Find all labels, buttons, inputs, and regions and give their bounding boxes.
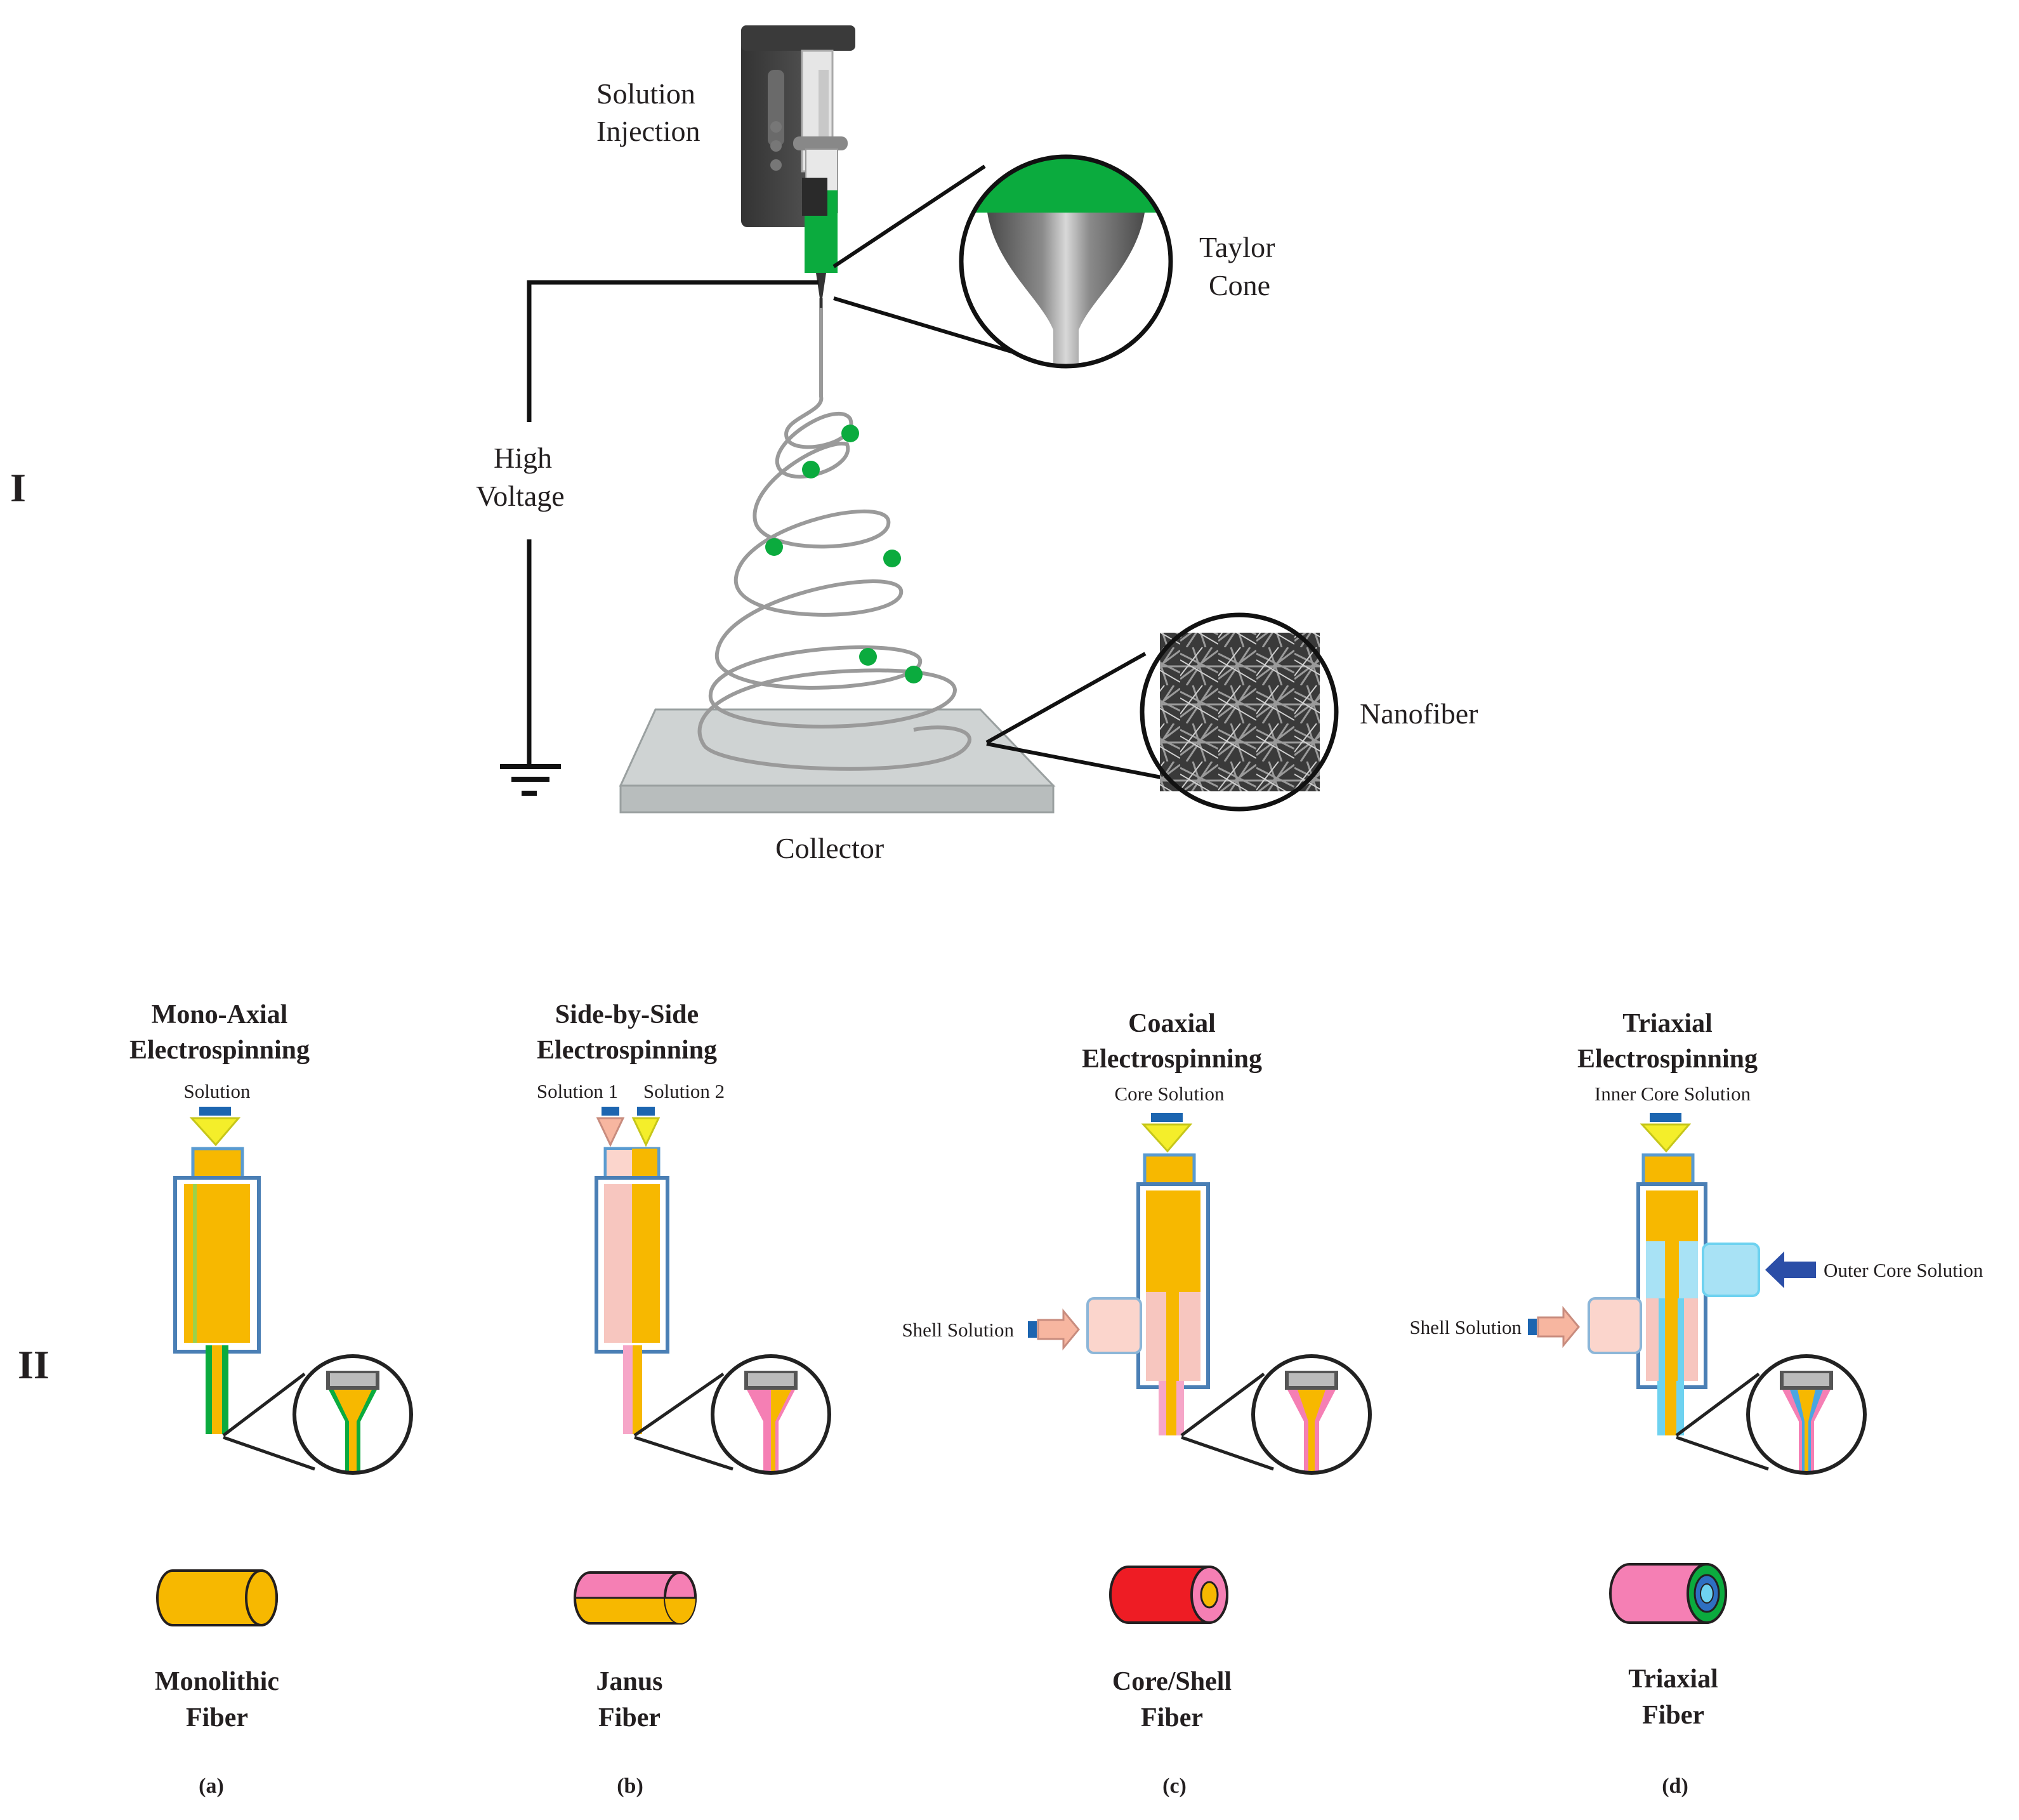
tri-inner-core-label: Inner Core Solution bbox=[1595, 1083, 1751, 1105]
nanofiber-inset bbox=[1140, 612, 1339, 812]
side-zoom-line-bottom bbox=[634, 1435, 733, 1471]
side-fiber-line-1: Janus bbox=[596, 1667, 662, 1696]
janus-fiber-shape bbox=[574, 1571, 697, 1625]
high-voltage-line-2: Voltage bbox=[476, 480, 565, 512]
side-title-line-1: Side-by-Side bbox=[555, 1000, 699, 1029]
coax-nozzle-body bbox=[1086, 1153, 1210, 1435]
coax-title-line-1: Coaxial bbox=[1128, 1009, 1216, 1038]
coax-shell-label: Shell Solution bbox=[902, 1319, 1014, 1341]
tri-outer-core-arrow bbox=[1765, 1251, 1816, 1288]
taylor-cone-inset bbox=[959, 154, 1173, 369]
mono-title-line-2: Electrospinning bbox=[129, 1036, 310, 1065]
coax-shell-arrow bbox=[1028, 1308, 1080, 1351]
mono-fiber-line-2: Fiber bbox=[186, 1703, 248, 1732]
coax-feed-arrow bbox=[1141, 1113, 1193, 1153]
side-nozzle-inset bbox=[711, 1354, 831, 1475]
side-fiber-line-2: Fiber bbox=[598, 1703, 661, 1732]
coax-core-label: Core Solution bbox=[1114, 1083, 1225, 1105]
mono-fiber-line-1: Monolithic bbox=[155, 1667, 279, 1696]
caption-c: (c) bbox=[1162, 1774, 1187, 1798]
high-voltage-wire-top bbox=[527, 280, 819, 422]
side-title-line-2: Electrospinning bbox=[537, 1036, 717, 1065]
mono-title-line-1: Mono-Axial bbox=[152, 1000, 288, 1029]
mono-zoom-line-top bbox=[222, 1373, 306, 1437]
caption-d: (d) bbox=[1662, 1774, 1688, 1798]
coax-zoom-line-top bbox=[1180, 1372, 1265, 1437]
tri-outer-core-label: Outer Core Solution bbox=[1824, 1259, 1983, 1281]
whipping-jet bbox=[697, 308, 971, 771]
side-solution-2-label: Solution 2 bbox=[643, 1080, 725, 1102]
mono-zoom-line-bottom bbox=[223, 1435, 315, 1471]
triaxial-setup: Triaxial Electrospinning Inner Core Solu… bbox=[1409, 1009, 1983, 1798]
part-one: I Solution Injection bbox=[10, 25, 1478, 864]
coax-fiber-line-1: Core/Shell bbox=[1112, 1667, 1232, 1696]
coax-title-line-2: Electrospinning bbox=[1082, 1045, 1262, 1074]
mono-nozzle-inset bbox=[293, 1354, 413, 1475]
core-shell-fiber-shape bbox=[1109, 1566, 1228, 1624]
tri-title-line-1: Triaxial bbox=[1622, 1009, 1713, 1038]
part-two: II Mono-Axial Electrospinning Solution bbox=[18, 1000, 1983, 1798]
coax-zoom-line-bottom bbox=[1181, 1435, 1274, 1471]
taylor-zoom-line-top bbox=[832, 164, 986, 268]
tri-shell-arrow bbox=[1528, 1305, 1580, 1349]
tri-shell-label: Shell Solution bbox=[1409, 1316, 1522, 1338]
tri-fiber-line-2: Fiber bbox=[1642, 1701, 1704, 1730]
tri-zoom-line-bottom bbox=[1676, 1435, 1769, 1471]
roman-one-label: I bbox=[10, 465, 26, 510]
nanofiber-zoom-line-bottom bbox=[986, 742, 1162, 779]
taylor-cone-line-2: Cone bbox=[1209, 269, 1270, 301]
triaxial-fiber-shape bbox=[1609, 1563, 1727, 1624]
tri-nozzle-inset bbox=[1746, 1354, 1867, 1475]
nanofiber-label: Nanofiber bbox=[1360, 697, 1478, 730]
side-feed-arrows bbox=[596, 1107, 661, 1147]
caption-a: (a) bbox=[199, 1774, 224, 1798]
ground-symbol bbox=[500, 764, 561, 796]
side-solution-1-label: Solution 1 bbox=[537, 1080, 618, 1102]
taylor-zoom-line-bottom bbox=[833, 296, 1025, 357]
caption-b: (b) bbox=[617, 1774, 643, 1798]
coax-nozzle-inset bbox=[1251, 1354, 1372, 1475]
monolithic-fiber-shape bbox=[156, 1569, 278, 1626]
mono-feed-arrow bbox=[189, 1107, 241, 1147]
nanofiber-zoom-line-top bbox=[985, 652, 1147, 744]
tri-feed-arrow bbox=[1640, 1113, 1692, 1153]
coax-fiber-line-2: Fiber bbox=[1141, 1703, 1203, 1732]
droplet-markers bbox=[765, 425, 923, 683]
tri-title-line-2: Electrospinning bbox=[1577, 1045, 1758, 1074]
tri-nozzle-body bbox=[1588, 1153, 1760, 1435]
tri-zoom-line-top bbox=[1675, 1372, 1760, 1437]
solution-injection-line-1: Solution bbox=[596, 77, 695, 110]
taylor-cone-line-1: Taylor bbox=[1199, 231, 1275, 263]
side-nozzle-body bbox=[595, 1147, 669, 1434]
solution-injection-line-2: Injection bbox=[596, 115, 700, 147]
coaxial-setup: Coaxial Electrospinning Core Solution bbox=[902, 1009, 1372, 1798]
tri-fiber-line-1: Triaxial bbox=[1628, 1665, 1718, 1694]
roman-two-label: II bbox=[18, 1342, 49, 1387]
mono-solution-label: Solution bbox=[183, 1080, 251, 1102]
mono-axial-setup: Mono-Axial Electrospinning Solution bbox=[129, 1000, 413, 1798]
mono-nozzle-body bbox=[173, 1147, 261, 1434]
syringe-pump bbox=[741, 25, 855, 308]
side-by-side-setup: Side-by-Side Electrospinning Solution 1 … bbox=[537, 1000, 831, 1798]
collector-label: Collector bbox=[775, 832, 884, 864]
high-voltage-line-1: High bbox=[494, 442, 552, 474]
side-zoom-line-top bbox=[633, 1372, 725, 1437]
